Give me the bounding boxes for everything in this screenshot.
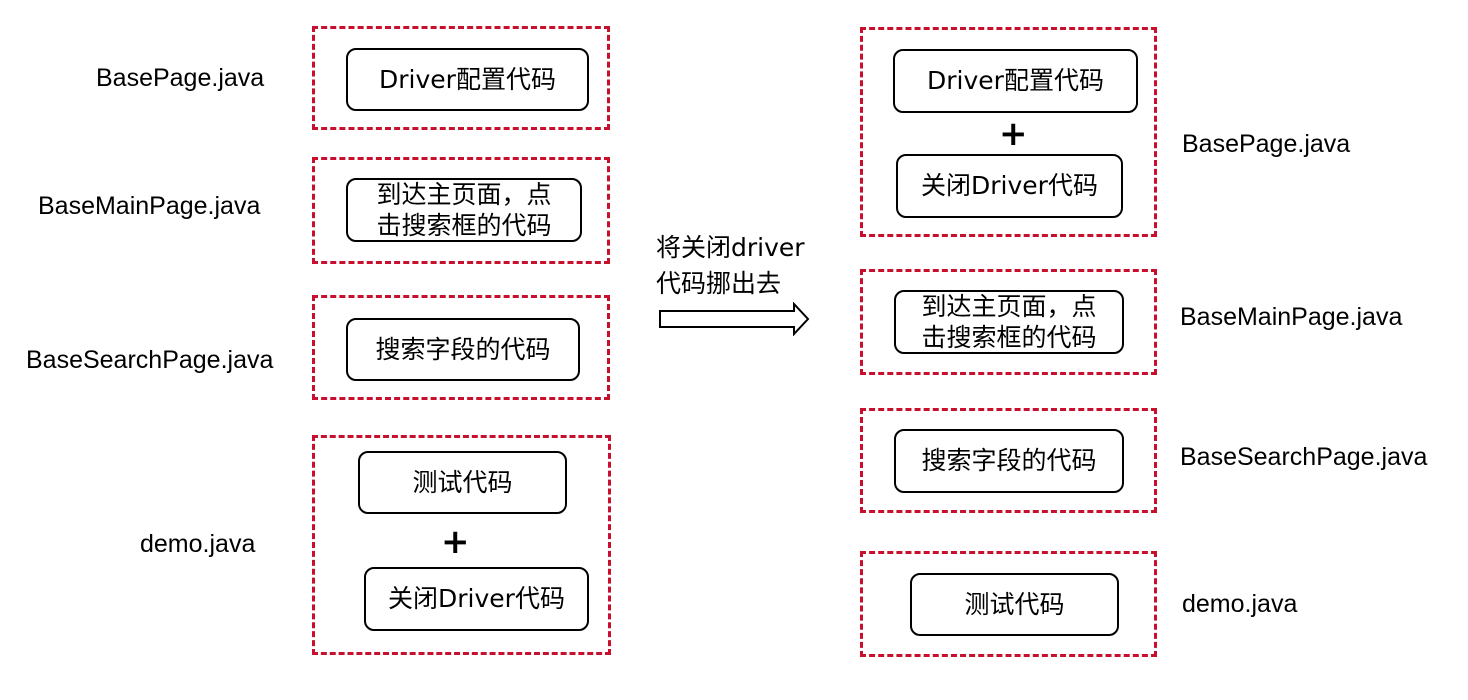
right-basemainpage-container [860,269,1157,375]
right-basesearchpage-container [860,408,1157,513]
right-mainpage-code-line2: 击搜索框的代码 [921,323,1097,352]
move-note-line2: 代码挪出去 [656,269,782,299]
right-demo-container [860,551,1157,657]
left-mainpage-code-line2: 击搜索框的代码 [376,211,552,240]
right-mainpage-code-box: 到达主页面，点 击搜索框的代码 [894,290,1124,354]
left-plus-sign: + [441,522,470,562]
right-label-basepage: BasePage.java [1182,130,1351,158]
left-label-demo: demo.java [140,530,256,558]
right-mainpage-code-line1: 到达主页面，点 [921,291,1097,321]
left-mainpage-code-line1: 到达主页面，点 [376,179,552,209]
right-label-basemainpage: BaseMainPage.java [1180,303,1403,331]
left-label-basemainpage: BaseMainPage.java [38,192,261,220]
right-plus-sign: + [999,114,1028,154]
left-basesearchpage-container [312,295,610,400]
right-arrow-icon [659,302,810,336]
right-label-demo: demo.java [1182,590,1298,618]
right-label-basesearchpage: BaseSearchPage.java [1180,443,1428,471]
right-driver-config-box: Driver配置代码 [893,49,1138,113]
move-note-line1: 将关闭driver [656,233,805,262]
left-close-driver-box: 关闭Driver代码 [364,567,589,631]
left-basepage-container [312,26,610,130]
right-basepage-container [860,27,1157,237]
right-close-driver-box: 关闭Driver代码 [896,154,1123,218]
left-test-code-box: 测试代码 [358,451,567,514]
left-label-basesearchpage: BaseSearchPage.java [26,346,274,374]
left-driver-config-box: Driver配置代码 [346,48,589,111]
left-demo-container [312,435,611,655]
left-label-basepage: BasePage.java [96,64,265,92]
move-note: 将关闭driver 代码挪出去 [656,230,805,303]
left-basemainpage-container [312,157,610,264]
left-mainpage-code-box: 到达主页面，点 击搜索框的代码 [346,178,582,242]
right-search-field-box: 搜索字段的代码 [894,429,1124,493]
right-test-code-box: 测试代码 [910,573,1119,636]
left-search-field-box: 搜索字段的代码 [346,318,580,381]
